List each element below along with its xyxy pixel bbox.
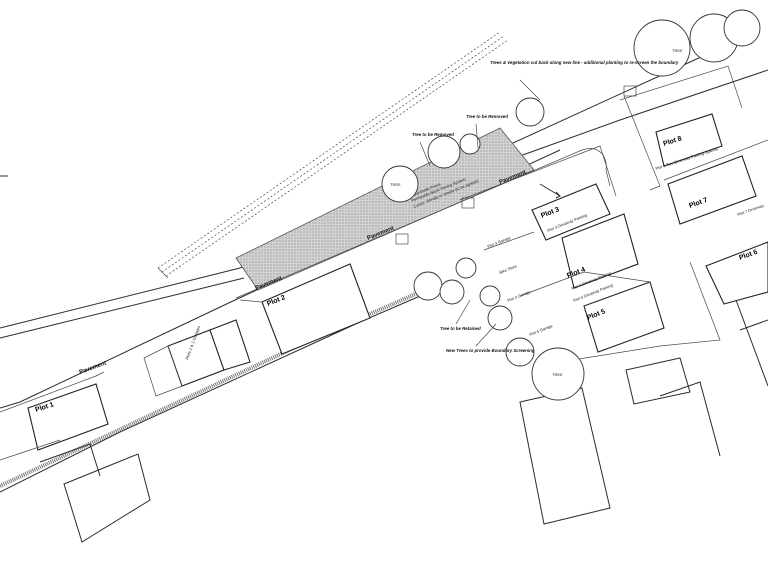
bike-icon (461, 197, 475, 209)
tree-canopy-icon (455, 257, 477, 279)
tree-canopy-icon (487, 305, 513, 331)
svg-text:Tree to be Retained: Tree to be Retained (440, 326, 481, 331)
tree-canopy-icon (531, 347, 585, 401)
svg-text:Bike Store: Bike Store (499, 263, 519, 275)
road-edges (0, 29, 768, 493)
tree-canopy-icon (515, 97, 545, 127)
plot-1: Plot 1 (0, 371, 109, 461)
tree-canopy-icon (479, 285, 501, 307)
plot-6: Plot 6 (559, 241, 768, 363)
tree-canopy-icon (723, 9, 761, 47)
plot-2: Plot 2 (235, 148, 611, 355)
plot-5: Plot 5 Plot 5 Driveway Parking Plot 5 Ga… (519, 271, 665, 353)
annotation-new-trees: New Trees to provide Boundary Screening (446, 323, 535, 353)
trees (381, 9, 761, 401)
permeable-paving (235, 127, 535, 291)
svg-text:Trees & Vegetation cut back al: Trees & Vegetation cut back along new li… (490, 60, 679, 65)
tree-canopy-icon (459, 133, 481, 155)
bike-icon (623, 85, 637, 97)
svg-text:Plot 5 Garage: Plot 5 Garage (529, 323, 554, 337)
garages-1-2: Plots 1 & 2 Garages (143, 319, 251, 397)
tree-tag-3: TREE (552, 372, 563, 377)
tree-tag-1: TREE (672, 48, 683, 53)
svg-text:Tree to be Removed: Tree to be Removed (466, 114, 508, 119)
annotation-tree-removed-2: Tree to be Removed (466, 114, 508, 149)
annotation-tree-retained: Tree to be Retained (440, 299, 481, 331)
bike-icon (395, 233, 409, 245)
annotation-tree-removed-1: Tree to be Removed (412, 132, 454, 167)
north-arrow-icon (539, 183, 561, 199)
tree-canopy-icon (413, 271, 443, 301)
svg-text:Plot 7 Driveway: Plot 7 Driveway (737, 203, 765, 217)
tree-canopy-icon (505, 337, 535, 367)
neighbouring-outlines (39, 299, 768, 543)
pavement-label-1: Pavement (79, 361, 108, 376)
railway-boundary (157, 31, 509, 279)
svg-text:New Trees to provide Boundary: New Trees to provide Boundary Screening (446, 348, 535, 353)
tree-tag-2: TREE (390, 182, 401, 187)
annotation-cutback: Trees & Vegetation cut back along new li… (490, 60, 679, 101)
tree-canopy-icon (427, 135, 461, 169)
tree-canopy-icon (633, 19, 691, 77)
tree-canopy-icon (381, 165, 419, 203)
svg-text:Plot 4 Garage: Plot 4 Garage (507, 289, 532, 303)
tree-canopy-icon (439, 279, 465, 305)
svg-text:Tree to be Removed: Tree to be Removed (412, 132, 454, 137)
svg-text:Plot 3 Garage: Plot 3 Garage (487, 235, 512, 249)
